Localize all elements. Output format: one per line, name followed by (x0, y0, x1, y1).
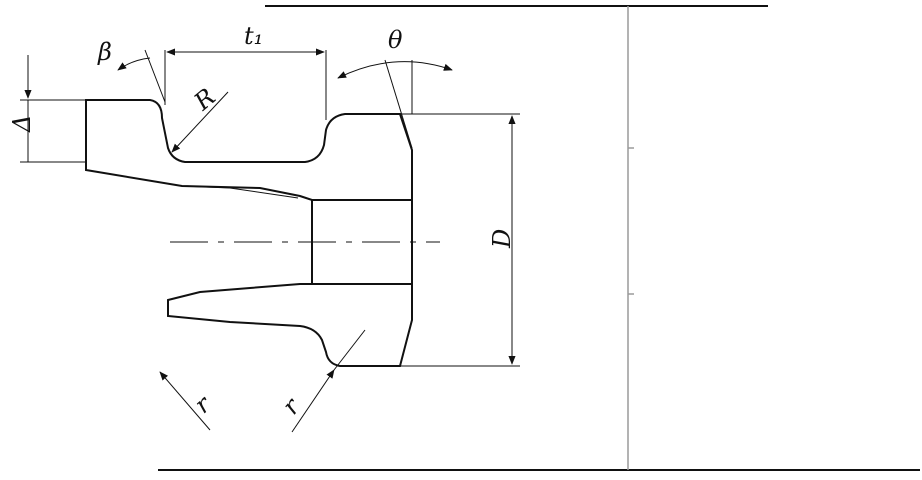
beta-angle-arc (117, 57, 151, 71)
theta-reference-line (384, 59, 413, 149)
D-label: D (488, 229, 516, 249)
R-label: R (188, 83, 221, 117)
r-left-leader (159, 371, 211, 431)
lower-section-hatched (167, 283, 413, 367)
r-right-leader (291, 369, 335, 433)
beta-label: β (97, 38, 112, 66)
R-leader-line (171, 91, 229, 153)
delta-label: Δ (8, 115, 36, 133)
upper-section-hatched (85, 99, 413, 201)
r-right-label: r (277, 392, 307, 420)
r-left-label: r (189, 389, 217, 419)
theta-label: θ (388, 26, 403, 54)
bore-edge (299, 195, 313, 201)
theta-angle-arc (337, 61, 453, 79)
t1-label: t₁ (244, 22, 263, 50)
r-right-leader-extension (333, 329, 366, 371)
bore-taper-upper (181, 185, 299, 199)
